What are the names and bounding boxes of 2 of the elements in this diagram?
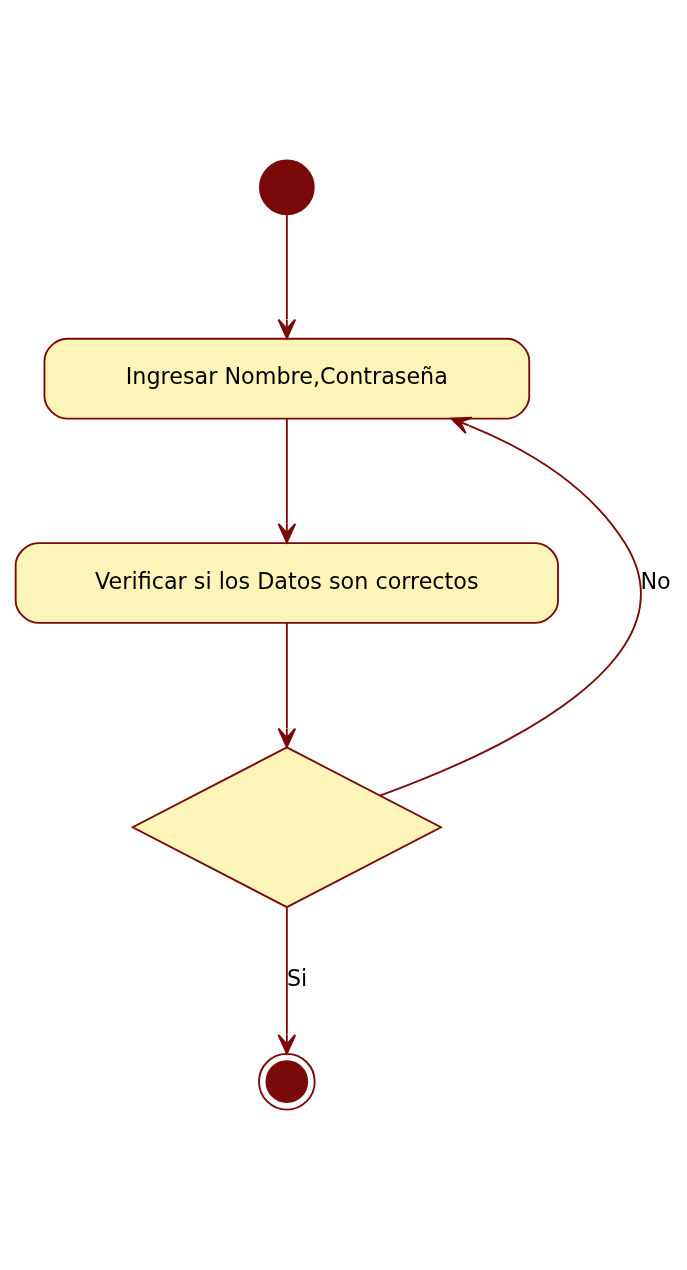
edge-label: Si [286, 965, 308, 992]
edge-label: No [640, 567, 671, 594]
